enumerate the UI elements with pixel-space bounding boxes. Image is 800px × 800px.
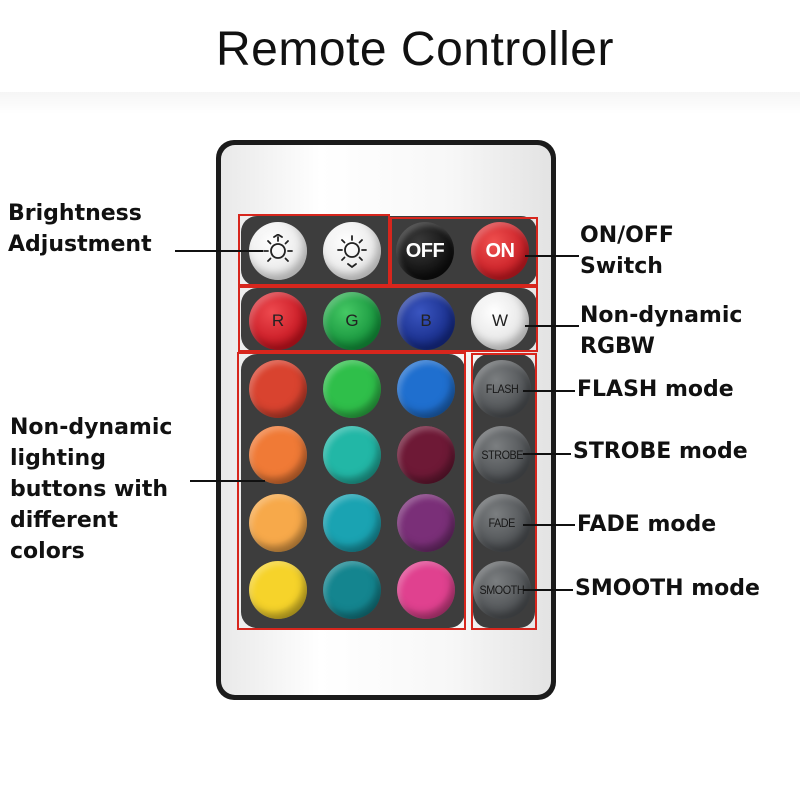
smooth-leader-line: [523, 589, 573, 591]
strobe-mode-label: STROBE mode: [573, 439, 748, 464]
w-button[interactable]: W: [471, 292, 529, 350]
fade-label: FADE: [488, 516, 516, 530]
brightness-label-line1: Brightness: [8, 201, 142, 226]
smooth-label: SMOOTH: [479, 583, 525, 597]
color-button-r1-c3[interactable]: [397, 360, 455, 418]
strobe-leader-line: [523, 453, 571, 455]
color-button-r4-c2[interactable]: [323, 561, 381, 619]
color-button-r1-c2[interactable]: [323, 360, 381, 418]
color-grid-highlight-box: [237, 352, 466, 630]
color-button-r4-c3[interactable]: [397, 561, 455, 619]
b-label: B: [420, 311, 432, 330]
brightness-up-button[interactable]: [249, 222, 307, 280]
strobe-button[interactable]: STROBE: [473, 426, 531, 484]
on-label: ON: [485, 239, 516, 262]
lighting-label: Non-dynamic lighting buttons with differ…: [10, 412, 172, 567]
flash-label: FLASH: [485, 382, 519, 396]
r-button[interactable]: R: [249, 292, 307, 350]
color-button-r1-c1[interactable]: [249, 360, 307, 418]
on-button[interactable]: ON: [471, 222, 529, 280]
onoff-label-line1: ON/OFF: [580, 223, 674, 248]
fade-button[interactable]: FADE: [473, 494, 531, 552]
smooth-button[interactable]: SMOOTH: [473, 561, 531, 619]
page-title: Remote Controller: [216, 23, 614, 76]
b-button[interactable]: B: [397, 292, 455, 350]
w-label: W: [491, 311, 509, 330]
off-label: OFF: [405, 239, 445, 262]
sun-up-icon: [261, 234, 295, 268]
onoff-label-line2: Switch: [580, 254, 663, 279]
g-label: G: [345, 311, 359, 330]
mode-highlight-box: [471, 353, 537, 630]
fade-mode-label: FADE mode: [577, 512, 717, 537]
rgbw-highlight-box: [238, 286, 538, 352]
title-reflection: [0, 92, 800, 114]
brightness-label-line2: Adjustment: [8, 232, 152, 257]
brightness-down-button[interactable]: [323, 222, 381, 280]
brightness-label: Brightness Adjustment: [8, 198, 152, 260]
brightness-leader-line: [175, 250, 263, 252]
rgbw-label-line2: RGBW: [580, 334, 655, 359]
g-button[interactable]: G: [323, 292, 381, 350]
color-button-r3-c1[interactable]: [249, 494, 307, 552]
onoff-leader-line: [525, 255, 579, 257]
color-button-r4-c1[interactable]: [249, 561, 307, 619]
rgbw-leader-line: [525, 325, 579, 327]
fade-leader-line: [523, 524, 575, 526]
off-button[interactable]: OFF: [396, 222, 454, 280]
color-button-r3-c2[interactable]: [323, 494, 381, 552]
lighting-label-line3: buttons with: [10, 477, 169, 502]
rgbw-label-line1: Non-dynamic: [580, 303, 743, 328]
strobe-label: STROBE: [481, 448, 523, 462]
sun-down-icon: [335, 234, 369, 268]
lighting-label-line5: colors: [10, 539, 85, 564]
lighting-label-line4: different: [10, 508, 118, 533]
lighting-label-line2: lighting: [10, 446, 106, 471]
rgbw-label: Non-dynamic RGBW: [580, 300, 742, 362]
r-label: R: [271, 311, 285, 330]
color-button-r2-c2[interactable]: [323, 426, 381, 484]
onoff-highlight-box: [390, 217, 538, 286]
flash-leader-line: [523, 390, 575, 392]
smooth-mode-label: SMOOTH mode: [575, 576, 760, 601]
flash-button[interactable]: FLASH: [473, 360, 531, 418]
color-button-r2-c3[interactable]: [397, 426, 455, 484]
lighting-leader-line: [190, 480, 265, 482]
onoff-label: ON/OFF Switch: [580, 220, 674, 282]
lighting-label-line1: Non-dynamic: [10, 415, 173, 440]
flash-mode-label: FLASH mode: [577, 377, 734, 402]
color-button-r3-c3[interactable]: [397, 494, 455, 552]
color-button-r2-c1[interactable]: [249, 426, 307, 484]
